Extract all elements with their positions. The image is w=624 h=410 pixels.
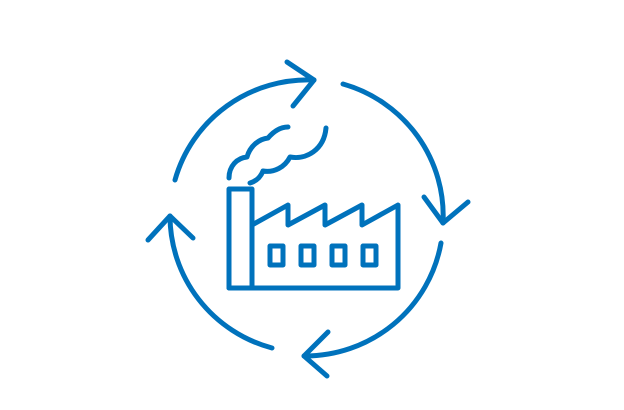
smoke-icon [226,124,329,186]
cycle-arrow-bottom-left [145,213,275,351]
factory-window [329,243,348,268]
cycle-arrow-bottom-right [301,240,444,379]
factory-icon [226,186,401,291]
chimney [226,186,255,291]
cycle-arrow-top-left [172,59,317,183]
factory-building [226,202,401,291]
factory-window [360,243,379,268]
factory-window [267,243,286,268]
factory-windows [267,243,379,268]
factory-window [298,243,317,268]
cycle-arrow-top-right [340,81,471,226]
